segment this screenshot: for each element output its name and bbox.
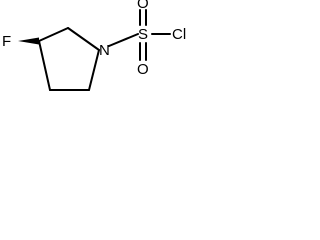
oxygen-bottom-atom: O	[137, 61, 149, 78]
bond-n-s	[108, 33, 139, 47]
fluorine-atom: F	[2, 33, 11, 50]
bond-c2-n	[67, 27, 100, 51]
stereo-wedge-bond	[18, 37, 39, 45]
bond-c3-c2	[38, 27, 69, 42]
structural-formula: F N S O O Cl	[2, 0, 186, 91]
oxygen-top-atom: O	[137, 0, 149, 12]
sulfur-atom: S	[138, 26, 148, 43]
bond-c4-c3	[38, 40, 51, 91]
chlorine-atom: Cl	[172, 26, 186, 43]
bond-n-c5	[88, 49, 100, 91]
nitrogen-atom: N	[99, 42, 110, 59]
